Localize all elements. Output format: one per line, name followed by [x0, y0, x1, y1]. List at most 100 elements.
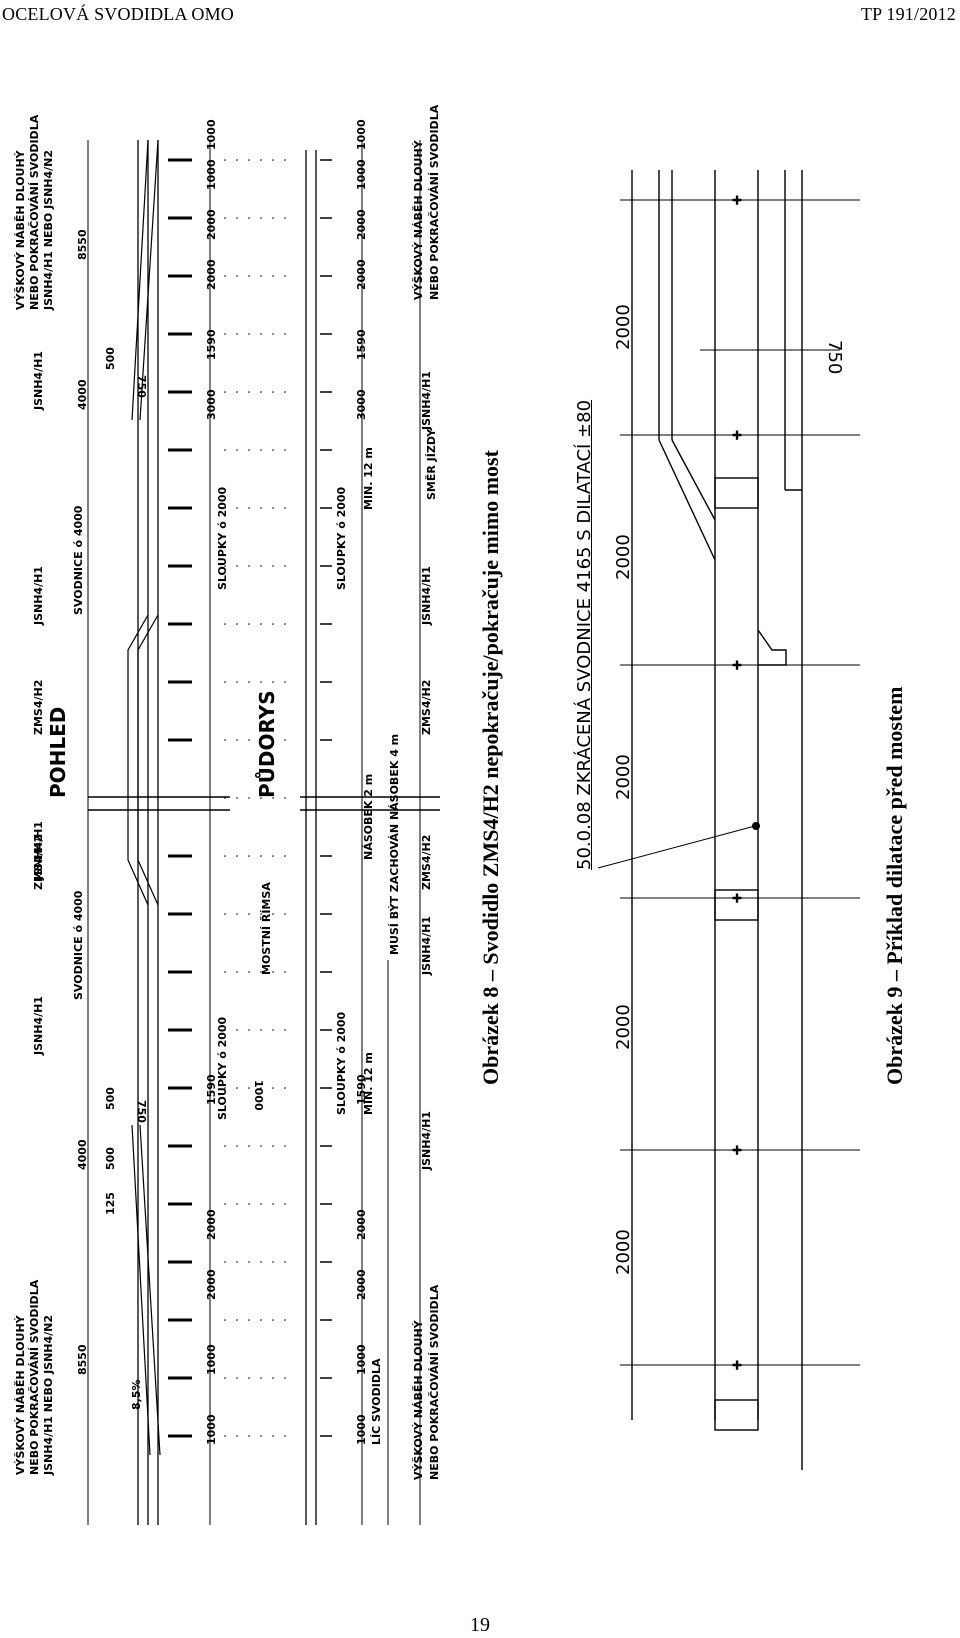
grid-dot — [236, 275, 238, 277]
dim-4000-left: 4000 — [76, 1139, 89, 1170]
grid-dot — [260, 623, 262, 625]
grid-dot — [260, 913, 262, 915]
grid-dot — [284, 565, 286, 567]
label-jsnh-b4: JSNH4/H1 — [420, 371, 433, 430]
label-jsnh-4: JSNH4/H1 — [32, 351, 45, 410]
figure-9-dim-750: 750 — [824, 340, 845, 375]
dim-8550-right: 8550 — [76, 229, 89, 260]
grid-dot — [260, 391, 262, 393]
grid-dot — [284, 1145, 286, 1147]
figure-9-note: 50.0.08 ZKRÁCENÁ SVODNICE 4165 S DILATAC… — [574, 399, 595, 870]
pohled-title: POHLED — [46, 706, 70, 798]
grid-dot — [284, 855, 286, 857]
label-zms-2: ZMS4/H2 — [32, 679, 45, 735]
grid-dot — [248, 681, 250, 683]
side-dimension-label: 2000 — [355, 1209, 368, 1240]
side-dimension-label: 2000 — [205, 209, 218, 240]
figure-8-caption: Obrázek 8 – Svodidlo ZMS4/H2 nepokračuje… — [478, 450, 503, 1085]
nabeh-left-line2: NEBO POKRAČOVÁNÍ SVODIDLA — [28, 1279, 41, 1475]
grid-dot — [260, 1029, 262, 1031]
grid-dot — [284, 391, 286, 393]
header-right: TP 191/2012 — [860, 4, 956, 24]
side-dimension-label: 1000 — [205, 159, 218, 190]
grid-dot — [260, 1319, 262, 1321]
label-smer-jizdy: SMĚR JÍZDY — [425, 428, 438, 500]
grid-dot — [224, 1203, 226, 1205]
grid-dot — [236, 1087, 238, 1089]
side-dimension-label: 2000 — [355, 209, 368, 240]
bolt-mark: + — [732, 1358, 742, 1372]
grid-dot — [224, 217, 226, 219]
grid-dot — [272, 1203, 274, 1205]
label-jsnh-b2: JSNH4/H1 — [420, 916, 433, 975]
grid-dot — [224, 1261, 226, 1263]
grid-dot — [284, 623, 286, 625]
label-jsnh-b3: JSNH4/H1 — [420, 566, 433, 625]
grid-dot — [224, 971, 226, 973]
grid-dot — [236, 333, 238, 335]
side-dimension-label: 2000 — [205, 1269, 218, 1300]
grid-dot — [272, 333, 274, 335]
spacing-label: 2000 — [613, 1004, 634, 1050]
grid-dot — [272, 275, 274, 277]
grid-dot — [248, 565, 250, 567]
grid-dot — [236, 623, 238, 625]
grid-dot — [260, 507, 262, 509]
grid-dot — [260, 855, 262, 857]
grid-dot — [236, 507, 238, 509]
side-dimension-label: 1000 — [355, 1414, 368, 1445]
grid-dot — [260, 739, 262, 741]
grid-dot — [248, 1319, 250, 1321]
side-dimension-label: 2000 — [355, 259, 368, 290]
side-dimension-label: 1000 — [205, 1414, 218, 1445]
grid-dot — [248, 855, 250, 857]
nabeh-b-left-1: VÝŠKOVÝ NÁBĚH DLOUHÝ — [412, 1320, 425, 1480]
grid-dot — [284, 739, 286, 741]
label-min12-2: MIN. 12 m — [362, 447, 375, 510]
grid-dot — [284, 159, 286, 161]
grid-dot — [236, 681, 238, 683]
grid-dot — [260, 1261, 262, 1263]
grid-dot — [260, 217, 262, 219]
grid-dot — [248, 1029, 250, 1031]
grid-dot — [260, 275, 262, 277]
bolt-mark: + — [732, 428, 742, 442]
side-dimension-label: 1000 — [355, 1344, 368, 1375]
grid-dot — [248, 159, 250, 161]
side-dimension-label: 2000 — [205, 259, 218, 290]
grid-dot — [260, 1087, 262, 1089]
grid-dot — [248, 1261, 250, 1263]
grid-dot — [272, 1087, 274, 1089]
grid-dot — [236, 1029, 238, 1031]
grid-dot — [272, 565, 274, 567]
grid-dot — [260, 159, 262, 161]
label-jsnh-3: JSNH4/H1 — [32, 566, 45, 625]
side-dimension-label: 1590 — [205, 1074, 218, 1105]
grid-dot — [236, 739, 238, 741]
grid-dot — [248, 739, 250, 741]
nabeh-b-right-1: VÝŠKOVÝ NÁBĚH DLOUHÝ — [412, 140, 425, 300]
side-dimension-label: 1590 — [205, 329, 218, 360]
grid-dot — [224, 623, 226, 625]
side-dimension-label: 3000 — [205, 389, 218, 420]
bolt-mark: + — [732, 1143, 742, 1157]
grid-dot — [272, 507, 274, 509]
grid-dot — [236, 449, 238, 451]
grid-dot — [236, 797, 238, 799]
grid-dot — [224, 391, 226, 393]
grid-dot — [260, 449, 262, 451]
grid-dot — [260, 797, 262, 799]
spacing-label: 2000 — [613, 1229, 634, 1275]
grid-dot — [248, 449, 250, 451]
slope-label: 8,5% — [130, 1379, 143, 1410]
grid-dot — [272, 855, 274, 857]
figure-9-caption: Obrázek 9 – Příklad dilatace před mostem — [882, 686, 907, 1085]
nabeh-b-right-2: NEBO POKRAČOVÁNÍ SVODIDLA — [428, 104, 441, 300]
label-jsnh-1: JSNH4/H1 — [32, 996, 45, 1055]
grid-dot — [224, 1029, 226, 1031]
grid-dot — [284, 449, 286, 451]
label-sloupky-b1: SLOUPKY ó 2000 — [335, 1011, 348, 1115]
nabeh-left-line3: JSNH4/H1 NEBO JSNH4/N2 — [42, 1314, 55, 1475]
